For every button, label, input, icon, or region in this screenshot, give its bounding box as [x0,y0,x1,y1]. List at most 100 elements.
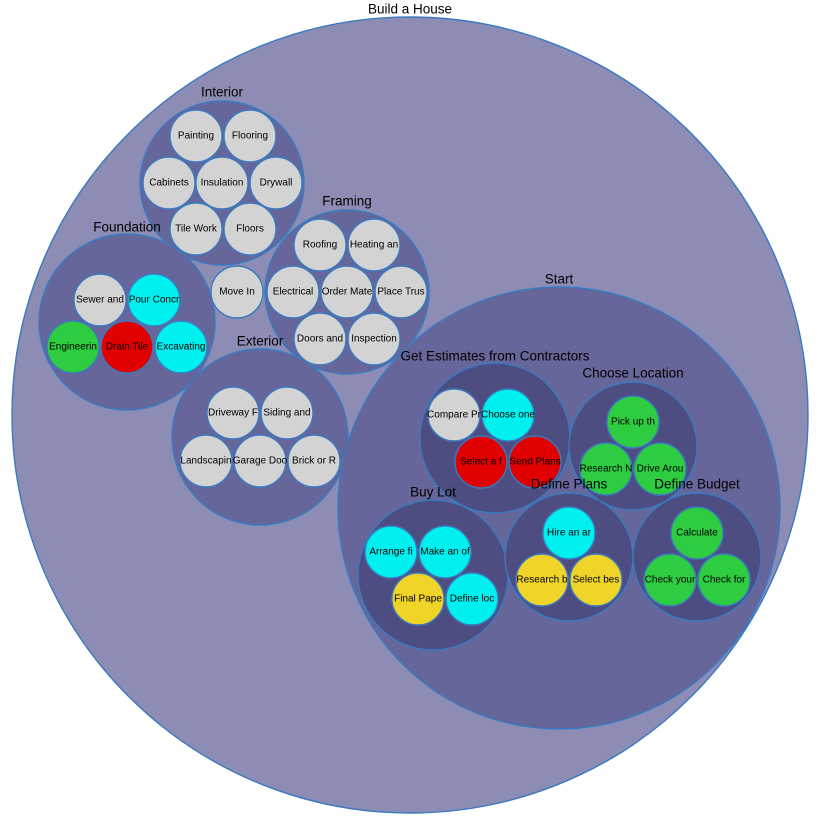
task-circle [445,572,499,626]
task-label: Garage Doo [233,456,288,467]
task-label: Cabinets [149,178,188,189]
task-label: Check your [645,575,696,586]
task-circle [320,265,374,319]
task-label: Painting [178,131,214,142]
task-label: Sewer and [76,295,124,306]
task-label: Insulation [201,178,244,189]
task-node[interactable]: Heating an [347,218,401,272]
task-circle [73,273,127,327]
task-node[interactable]: Landscapin [179,434,233,488]
task-circle [154,320,208,374]
task-node[interactable]: Final Pape [391,572,445,626]
task-node[interactable]: Electrical [266,265,320,319]
task-node[interactable]: Drive Arou [633,442,687,496]
task-node[interactable]: Doors and [293,312,347,366]
task-circle [169,202,223,256]
task-node[interactable]: Tile Work [169,202,223,256]
task-node[interactable]: Insulation [195,156,249,210]
task-node[interactable]: Pick up th [606,395,660,449]
task-node[interactable]: Driveway F [206,386,260,440]
task-node[interactable]: Sewer and [73,273,127,327]
task-node[interactable]: Garage Doo [233,434,288,488]
task-label: Research N [580,464,633,475]
task-node[interactable]: Hire an ar [542,506,596,560]
task-circle [364,525,418,579]
task-circle [293,218,347,272]
task-circle [46,320,100,374]
task-node[interactable]: Define loc [445,572,499,626]
start-label: Start [545,272,574,287]
task-label: Drain Tile [106,342,149,353]
task-node[interactable]: Choose one [481,388,535,442]
task-node[interactable]: Excavating [154,320,208,374]
subgroup-label: Choose Location [582,366,683,381]
task-node[interactable]: Siding and [260,386,314,440]
task-circle [606,395,660,449]
task-label: Drywall [260,178,293,189]
task-circle [249,156,303,210]
group-label: Interior [201,85,244,100]
task-circle [391,572,445,626]
task-circle [287,434,341,488]
task-label: Hire an ar [547,528,592,539]
task-node[interactable]: Research N [579,442,633,496]
task-node[interactable]: Drain Tile [100,320,154,374]
task-node[interactable]: Painting [169,109,223,163]
task-circle [633,442,687,496]
task-circle [210,265,264,319]
task-node[interactable]: Send Plans [508,435,562,489]
task-node[interactable]: Pour Concr [127,273,181,327]
task-node[interactable]: Move In [210,265,264,319]
task-node[interactable]: Check for [697,553,751,607]
task-node[interactable]: Calculate [670,506,724,560]
task-label: Make an of [420,547,470,558]
task-circle [100,320,154,374]
task-label: Place Trus [377,287,424,298]
task-node[interactable]: Roofing [293,218,347,272]
task-node[interactable]: Select a f [454,435,508,489]
task-circle [169,109,223,163]
task-label: Driveway F [208,408,258,419]
task-circle [179,434,233,488]
task-node[interactable]: Arrange fi [364,525,418,579]
task-circle [427,388,481,442]
subgroup-label: Define Budget [654,477,740,492]
task-node[interactable]: Compare Pr [427,388,482,442]
task-circle [195,156,249,210]
task-circle [515,553,569,607]
task-circle [293,312,347,366]
task-circle [347,312,401,366]
task-node[interactable]: Cabinets [142,156,196,210]
task-node[interactable]: Inspection [347,312,401,366]
task-node[interactable]: Select bes [569,553,623,607]
task-label: Heating an [350,240,398,251]
task-label: Roofing [303,240,337,251]
task-label: Landscapin [180,456,231,467]
task-node[interactable]: Order Mate [320,265,374,319]
task-node[interactable]: Brick or R [287,434,341,488]
task-circle [233,434,287,488]
task-circle [508,435,562,489]
task-node[interactable]: Drywall [249,156,303,210]
task-circle [266,265,320,319]
task-node[interactable]: Place Trus [374,265,428,319]
task-node[interactable]: Floors [223,202,277,256]
task-label: Pick up th [611,417,655,428]
task-circle [697,553,751,607]
task-node[interactable]: Engineerin [46,320,100,374]
task-label: Siding and [263,408,310,419]
task-label: Excavating [157,342,206,353]
task-node[interactable]: Make an of [418,525,472,579]
task-node[interactable]: Flooring [223,109,277,163]
task-node[interactable]: Check your [643,553,697,607]
task-circle [223,109,277,163]
task-label: Choose one [481,410,535,421]
task-node[interactable]: Research b [515,553,569,607]
